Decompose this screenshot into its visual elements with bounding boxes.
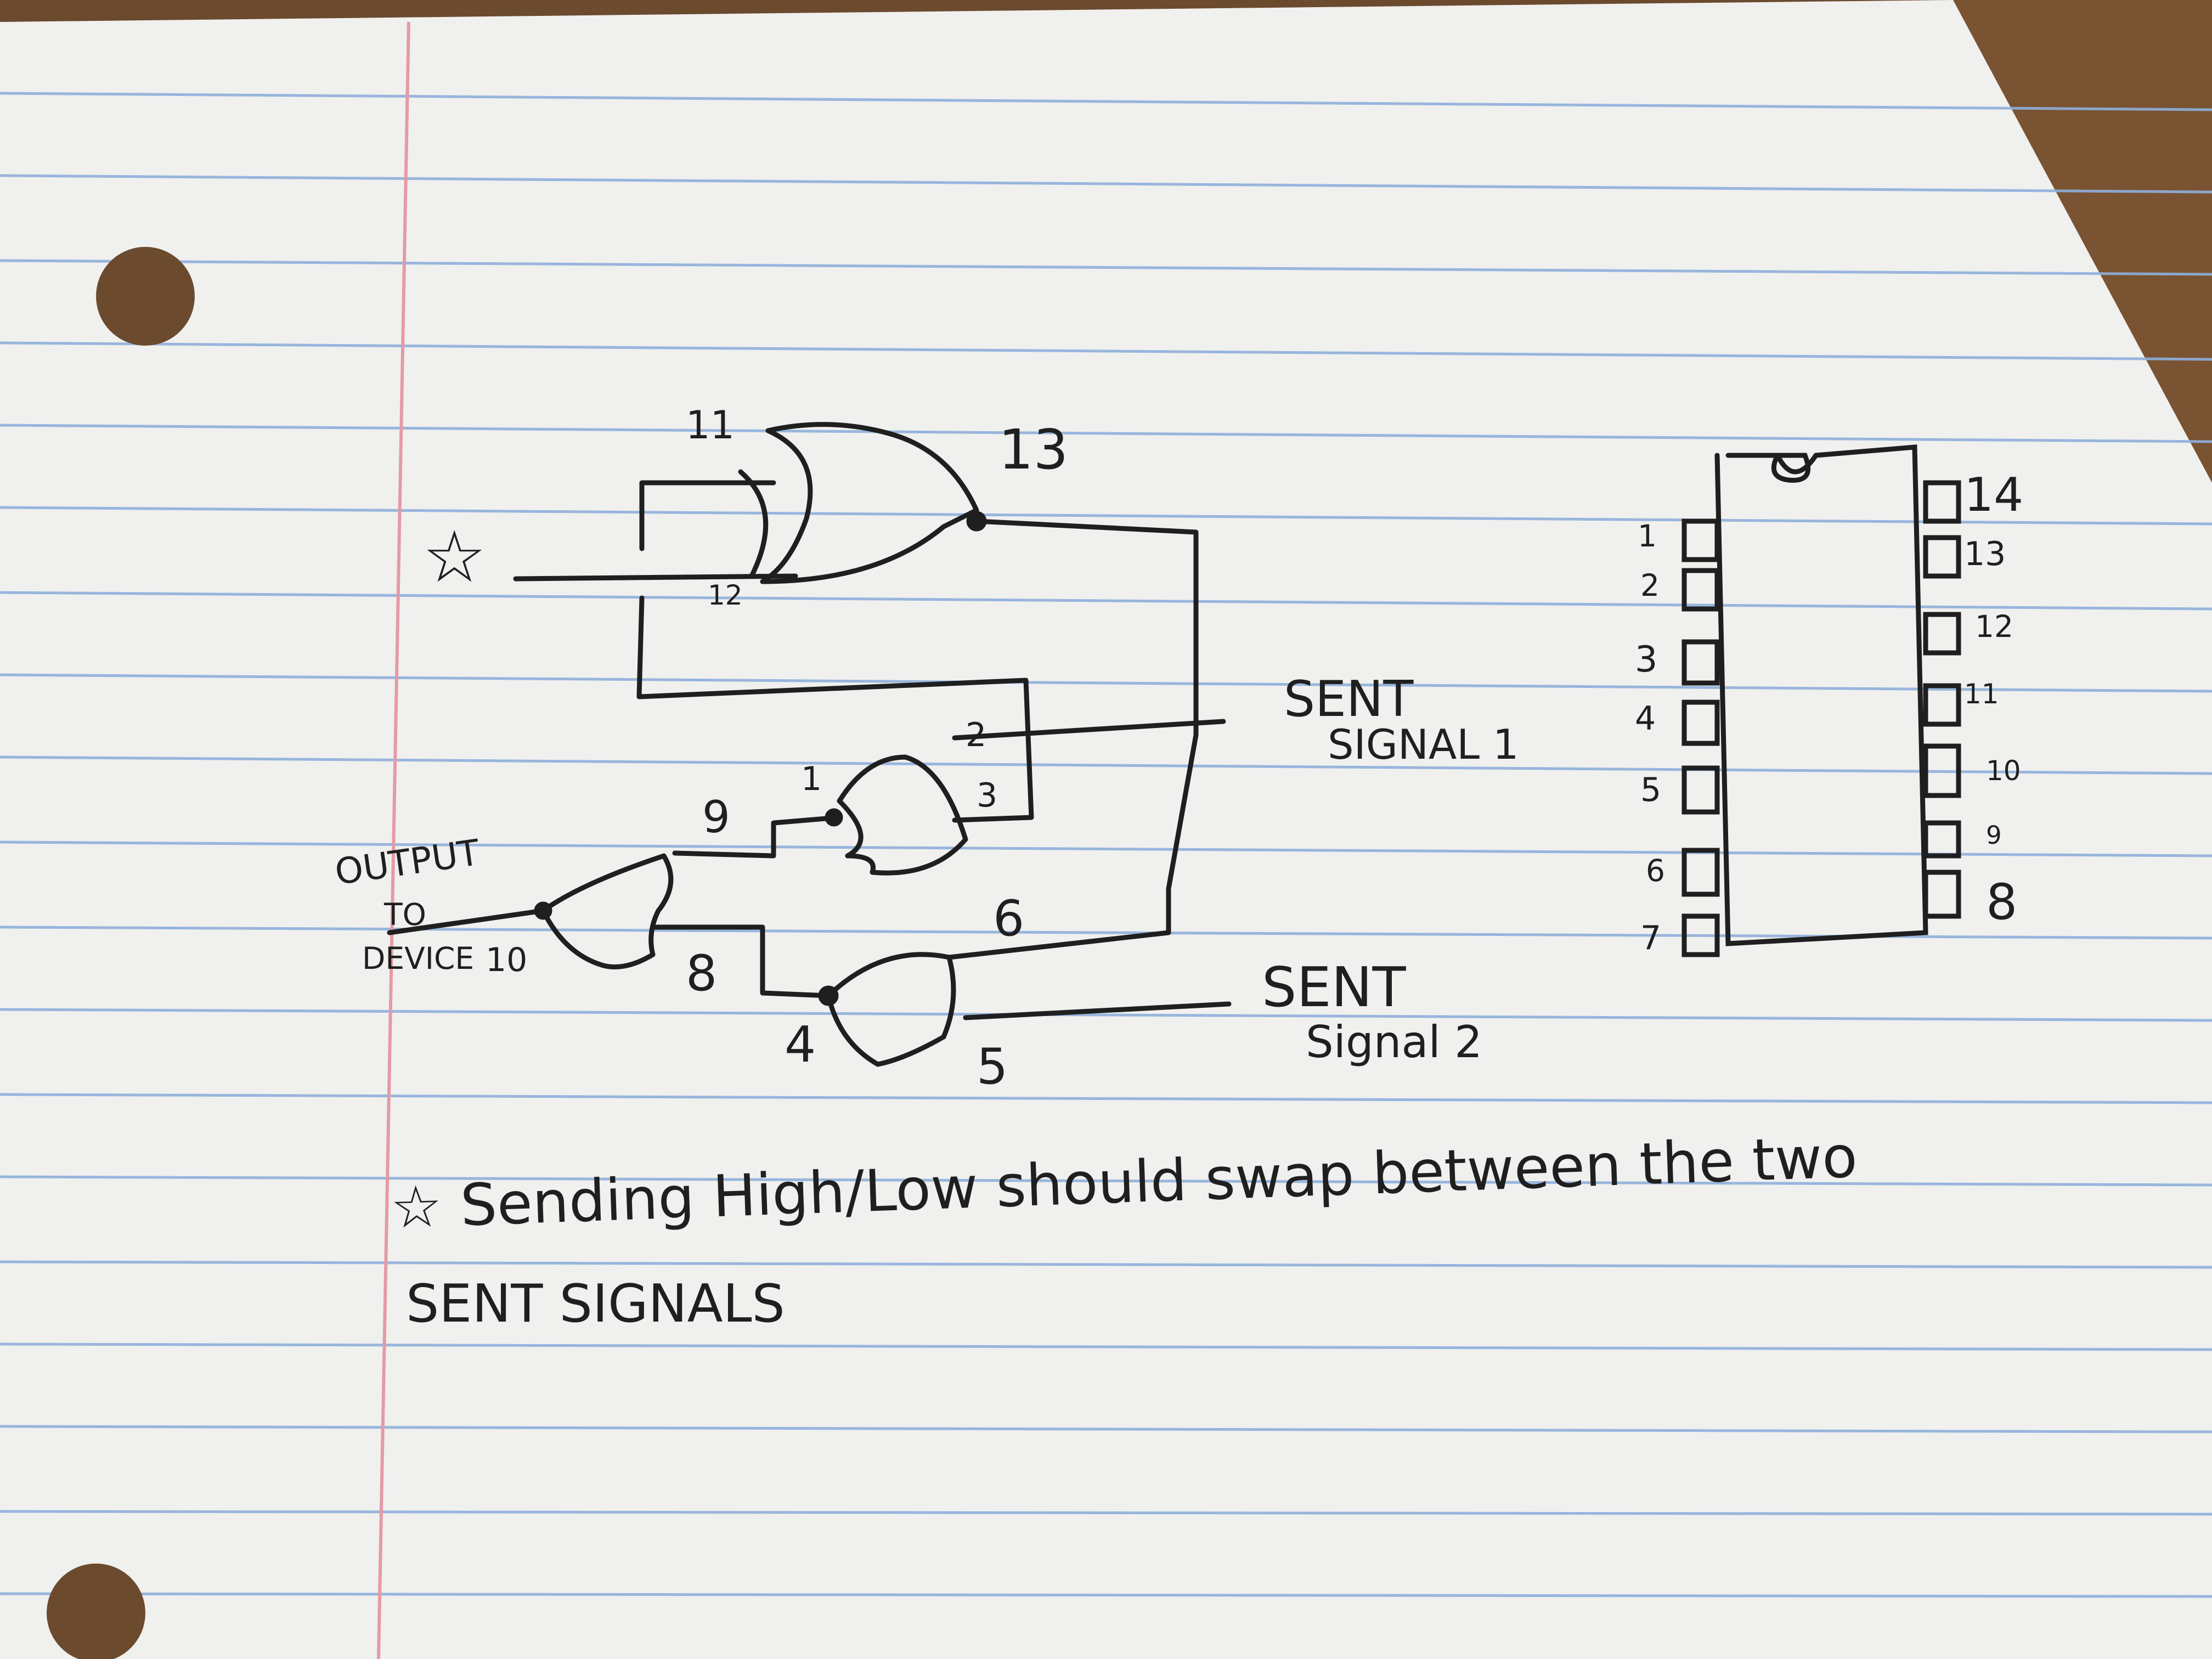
pin-label-8: 8 — [686, 945, 718, 1002]
chip-pin-9: 9 — [1986, 821, 2002, 850]
circuit-drawing — [387, 422, 1232, 1067]
output-label-device: DEVICE — [362, 941, 475, 976]
chip-pin-6: 6 — [1646, 853, 1665, 888]
chip-pin-5: 5 — [1640, 771, 1662, 809]
pin-label-13: 13 — [998, 417, 1069, 482]
pin-label-5: 5 — [977, 1038, 1008, 1096]
gate-top — [760, 422, 979, 584]
pin-label-12: 12 — [708, 579, 743, 611]
star-input-mark: ☆ — [422, 515, 487, 599]
margin-line — [377, 21, 410, 1659]
pin-label-6: 6 — [993, 890, 1025, 947]
chip-pinout — [1681, 444, 1961, 957]
signal2-label-line1: SENT — [1262, 955, 1406, 1019]
signal1-label-line2: SIGNAL 1 — [1328, 720, 1519, 769]
chip-pin-2: 2 — [1640, 568, 1660, 603]
gate-out — [540, 853, 674, 969]
pin-label-10: 10 — [486, 941, 528, 979]
chip-pin-10: 10 — [1986, 755, 2021, 787]
pin-label-3: 3 — [977, 776, 998, 815]
signal2-label-line2: Signal 2 — [1306, 1017, 1483, 1068]
gate-low — [826, 952, 956, 1067]
chip-pin-4: 4 — [1635, 699, 1656, 738]
pin-label-1: 1 — [801, 760, 822, 798]
pin-label-2: 2 — [966, 716, 987, 754]
signal1-label-line1: SENT — [1284, 670, 1414, 728]
output-label-to: TO — [384, 897, 426, 932]
binder-hole-top — [96, 247, 195, 346]
ruled-lines — [0, 92, 2212, 1598]
pin-label-4: 4 — [785, 1016, 816, 1074]
chip-pin-1: 1 — [1638, 518, 1657, 554]
note-line-2: SENT SIGNALS — [406, 1274, 785, 1334]
chip-pin-3: 3 — [1635, 639, 1658, 680]
chip-pin-12: 12 — [1975, 609, 2013, 644]
chip-pin-11: 11 — [1964, 678, 1999, 710]
chip-pin-7: 7 — [1640, 919, 1662, 957]
gate-mid — [837, 754, 968, 876]
pin-label-11: 11 — [686, 403, 735, 448]
chip-pin-8: 8 — [1986, 873, 2018, 931]
pin-label-9: 9 — [702, 792, 730, 843]
chip-pin-13: 13 — [1964, 535, 2006, 573]
binder-hole-bottom — [47, 1564, 145, 1659]
chip-notch — [1775, 453, 1819, 475]
chip-pin-14: 14 — [1964, 468, 2024, 522]
